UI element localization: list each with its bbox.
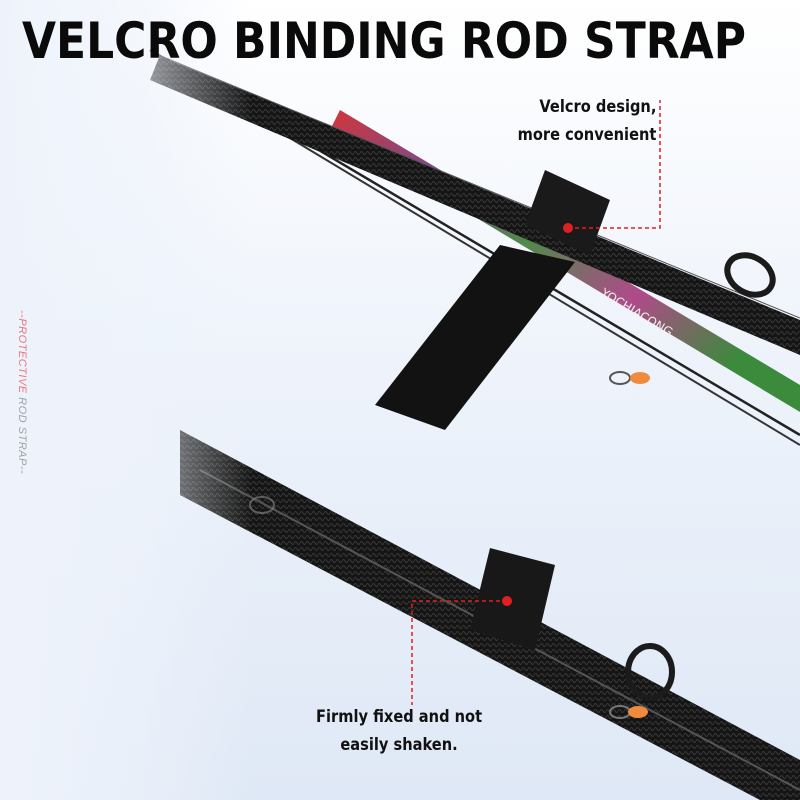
callout-firmly-fixed: Firmly fixed and not easily shaken. — [316, 703, 482, 759]
rod-guide-tip — [630, 372, 650, 384]
velcro-tab — [375, 245, 575, 430]
callout-line: more convenient — [517, 125, 656, 145]
side-label-rest: ROD STRAP-- — [16, 397, 28, 475]
callout-line-2 — [411, 600, 507, 705]
callout-line-1 — [568, 100, 661, 229]
callout-line: easily shaken. — [340, 735, 458, 755]
velcro-wrap — [525, 170, 610, 255]
d-ring — [724, 252, 776, 298]
callout-line: Firmly fixed and not — [316, 707, 483, 727]
rod-guide — [609, 371, 631, 385]
callout-line: Velcro design, — [539, 97, 656, 117]
d-ring-lower — [625, 643, 675, 701]
callout-velcro-design: Velcro design, more convenient — [517, 93, 656, 149]
side-label: --PROTECTIVE ROD STRAP-- — [14, 310, 34, 500]
side-label-accent: --PROTECTIVE — [16, 310, 28, 398]
rod-guide-tip-lower — [628, 706, 648, 718]
lower-velcro-loop — [470, 548, 555, 650]
headline: VELCRO BINDING ROD STRAP — [22, 12, 746, 70]
